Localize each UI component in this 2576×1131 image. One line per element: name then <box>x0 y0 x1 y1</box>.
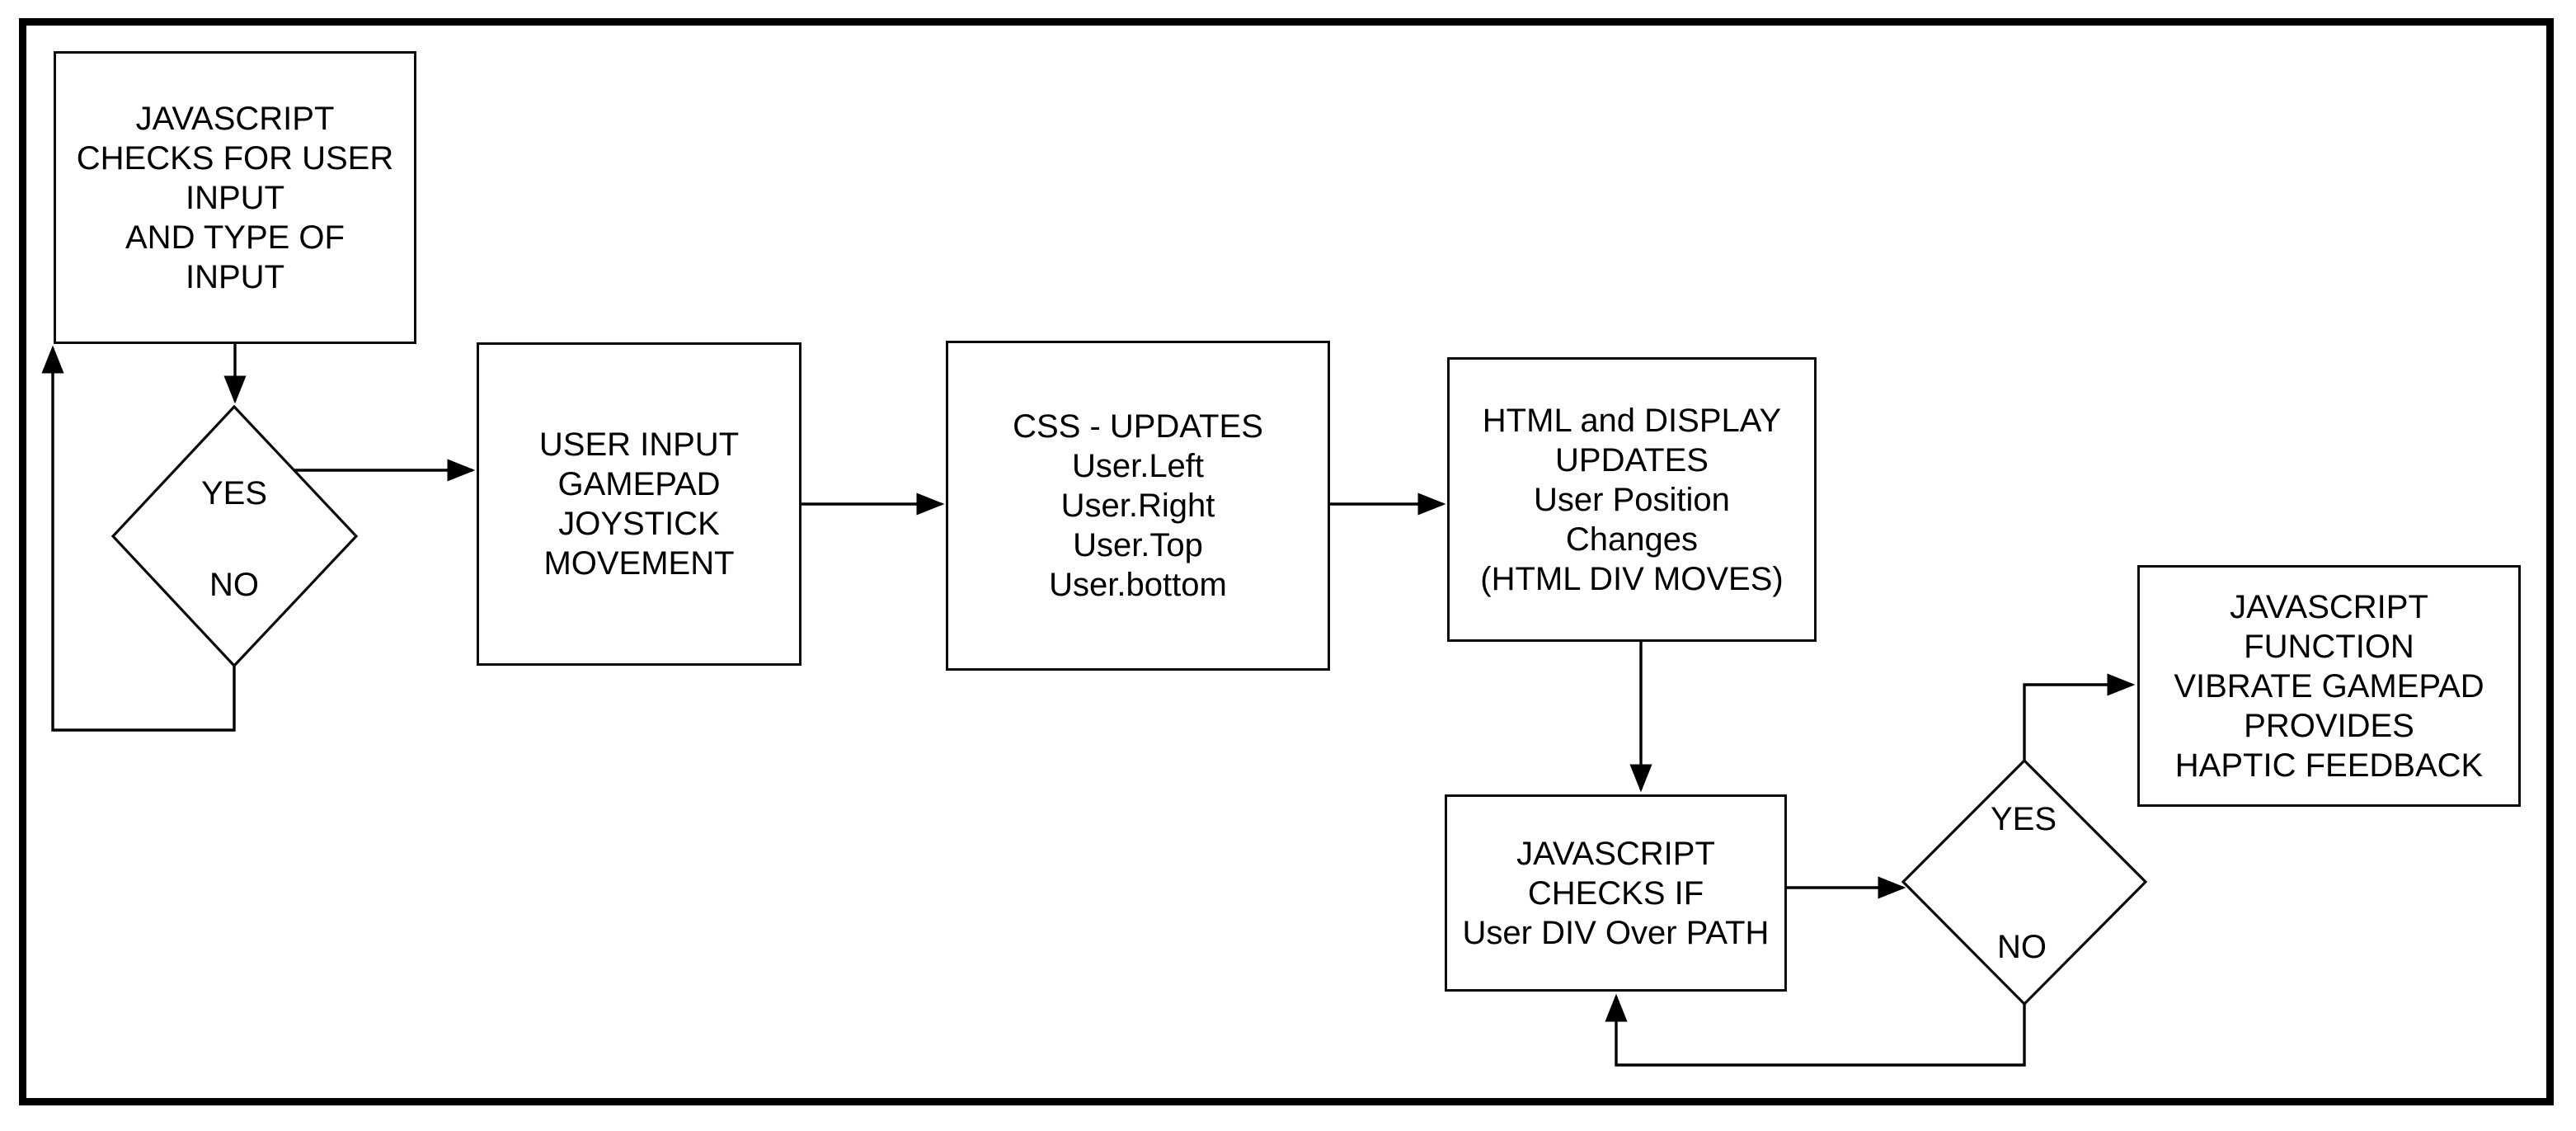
decision2-yes-label: YES <box>1990 801 2057 837</box>
connector-decision2-yes-to-vibrate <box>2023 673 2136 761</box>
node-js-checks-path: JAVASCRIPT CHECKS IF User DIV Over PATH <box>1445 794 1787 992</box>
node-user-input-gamepad: USER INPUT GAMEPAD JOYSTICK MOVEMENT <box>477 342 801 666</box>
outer-frame <box>19 18 2554 1105</box>
node-css-updates: CSS - UPDATES User.Left User.Right User.… <box>946 341 1330 671</box>
decision1-yes-label: YES <box>200 475 268 511</box>
connector-decision2-no-loop-to-checkspath <box>1605 993 2026 1067</box>
node-js-checks-input: JAVASCRIPT CHECKS FOR USER INPUT AND TYP… <box>54 51 416 344</box>
decision1-diamond <box>110 404 359 668</box>
node-html-display-updates: HTML and DISPLAY UPDATES User Position C… <box>1447 357 1817 642</box>
decision2-no-label: NO <box>1997 929 2047 965</box>
node-js-vibrate-gamepad: JAVASCRIPT FUNCTION VIBRATE GAMEPAD PROV… <box>2137 565 2521 807</box>
connector-decision1-no-loop-to-checksinput <box>41 345 236 732</box>
decision1-no-label: NO <box>209 567 259 603</box>
decision2-diamond <box>1901 758 2148 1006</box>
